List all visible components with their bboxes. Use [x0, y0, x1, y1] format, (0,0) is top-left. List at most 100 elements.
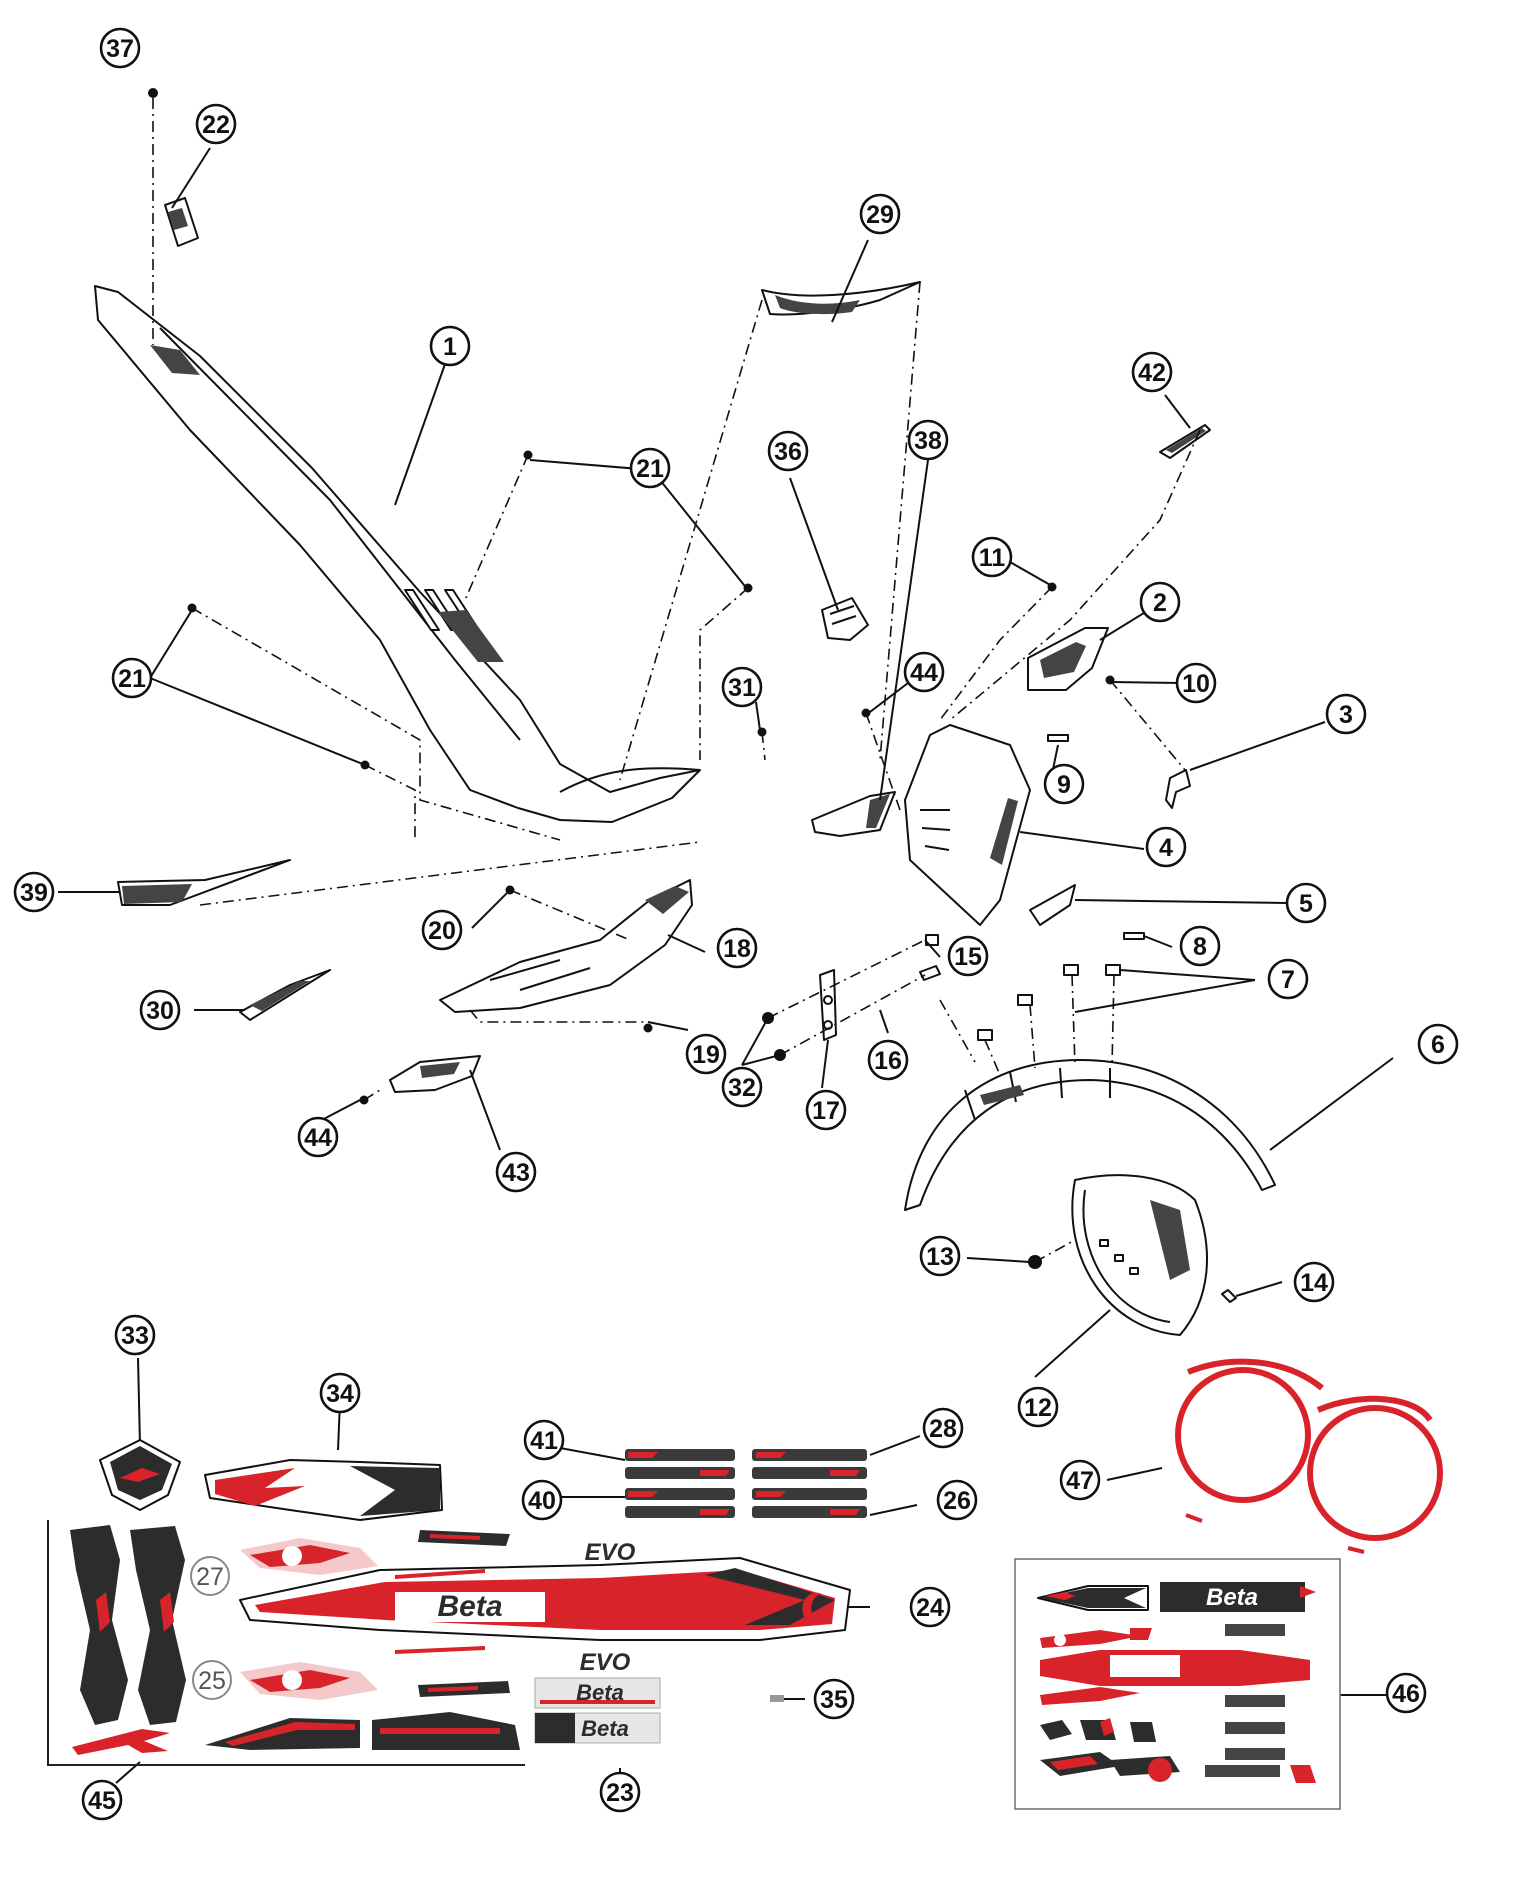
- callout-circle: [521, 1479, 563, 1521]
- callout-15: 15: [947, 935, 989, 977]
- callout-number: 8: [1193, 933, 1207, 961]
- callout-number: 45: [88, 1787, 116, 1815]
- callout-number: 11: [979, 544, 1006, 572]
- callout-circle: [111, 657, 153, 699]
- callout-circle: [139, 989, 181, 1031]
- callout-circle: [919, 1235, 961, 1277]
- callout-36: 36: [767, 430, 809, 472]
- callout-circle: [629, 447, 671, 489]
- callout-43: 43: [495, 1151, 537, 1193]
- parts-layer: [58, 88, 1394, 1788]
- callout-circle: [922, 1407, 964, 1449]
- decal-46-kit: Beta: [1014, 1558, 1341, 1810]
- part-36-grommet: [821, 597, 869, 641]
- callout-47: 47: [1059, 1459, 1101, 1501]
- callout-35: 35: [813, 1678, 855, 1720]
- callout-circle: [1293, 1261, 1335, 1303]
- callout-circle: [297, 1116, 339, 1158]
- callout-17: 17: [805, 1089, 847, 1131]
- callout-19: 19: [685, 1033, 727, 1075]
- part-12-disc-guard: [1071, 1174, 1208, 1336]
- callout-number: 34: [326, 1380, 354, 1408]
- part-18-lower-panel: [439, 879, 693, 1013]
- callout-circle: [1017, 1386, 1059, 1428]
- callout-number: 7: [1281, 966, 1295, 994]
- callout-circle: [909, 1586, 951, 1628]
- callout-circle: [1385, 1672, 1427, 1714]
- callout-44: 44: [903, 651, 945, 693]
- decal-45-tank-sides: [70, 1525, 186, 1755]
- callout-23: 23: [599, 1771, 641, 1813]
- callout-9: 9: [1043, 763, 1085, 805]
- callout-39: 39: [13, 871, 55, 913]
- part-39-stripe: [117, 859, 291, 906]
- callout-number: 19: [692, 1041, 720, 1069]
- callout-number: 32: [728, 1074, 756, 1102]
- callout-circle: [523, 1419, 565, 1461]
- callout-5: 5: [1285, 882, 1327, 924]
- decal-brand-big: Beta: [437, 1590, 502, 1623]
- part-17-bracket: [819, 969, 837, 1041]
- callout-46: 46: [1385, 1672, 1427, 1714]
- callout-number: 31: [728, 674, 756, 702]
- callout-number: 24: [916, 1594, 944, 1622]
- part-6-front-fender: [904, 1059, 1276, 1211]
- callout-number: 3: [1339, 701, 1353, 729]
- callout-number: 20: [428, 917, 456, 945]
- callout-number: 37: [106, 35, 134, 63]
- callout-circle: [805, 1089, 847, 1131]
- callout-14: 14: [1293, 1261, 1335, 1303]
- callout-6: 6: [1417, 1023, 1459, 1065]
- decal-41-40-28-26: [625, 1449, 867, 1518]
- callout-40: 40: [521, 1479, 563, 1521]
- callout-circle: [1285, 882, 1327, 924]
- callout-circle: [81, 1779, 123, 1821]
- decal-27: [240, 1538, 378, 1575]
- callout-42: 42: [1131, 351, 1173, 393]
- callout-number: 39: [20, 879, 48, 907]
- callout-number: 5: [1299, 890, 1313, 918]
- decal-47-rim-stripes: [1175, 1358, 1443, 1554]
- callout-21: 21: [629, 447, 671, 489]
- callout-circle: [1043, 763, 1085, 805]
- callout-number: 6: [1431, 1031, 1445, 1059]
- callout-circle: [319, 1372, 361, 1414]
- callout-number: 28: [929, 1415, 957, 1443]
- callout-29: 29: [859, 193, 901, 235]
- callout-number: 41: [530, 1427, 558, 1455]
- callout-8: 8: [1179, 925, 1221, 967]
- decal-34-fender: [204, 1459, 443, 1521]
- callout-number: 43: [502, 1159, 530, 1187]
- callout-18: 18: [716, 927, 758, 969]
- callout-number: 21: [636, 455, 664, 483]
- callout-circle: [192, 1660, 232, 1700]
- part-1-side-panel: [94, 285, 701, 823]
- decal-33-number-plate: [99, 1439, 181, 1511]
- callout-number: 13: [926, 1243, 954, 1271]
- callout-circle: [903, 651, 945, 693]
- callout-number: 35: [820, 1686, 848, 1714]
- callout-number: 15: [954, 943, 982, 971]
- callout-33: 33: [114, 1314, 156, 1356]
- callout-number: 46: [1392, 1680, 1420, 1708]
- callout-4: 4: [1145, 826, 1187, 868]
- callout-number: 38: [914, 427, 942, 455]
- callout-number: 25: [198, 1667, 226, 1695]
- callout-28: 28: [922, 1407, 964, 1449]
- callout-number: 1: [443, 333, 457, 361]
- decal-model-top: EVO: [585, 1539, 636, 1566]
- callout-41: 41: [523, 1419, 565, 1461]
- callout-number: 40: [528, 1487, 556, 1515]
- assembly-lines: [152, 98, 1201, 1263]
- decal-brand-kit: Beta: [1206, 1584, 1258, 1611]
- callout-32: 32: [721, 1066, 763, 1108]
- callout-number: 12: [1024, 1394, 1052, 1422]
- decal-layer: Beta EVO EVO: [47, 1358, 1443, 1810]
- part-2-side-cover: [1027, 627, 1109, 691]
- callout-circle: [907, 419, 949, 461]
- callout-number: 10: [1182, 670, 1210, 698]
- callout-circle: [13, 871, 55, 913]
- callout-number: 14: [1300, 1269, 1328, 1297]
